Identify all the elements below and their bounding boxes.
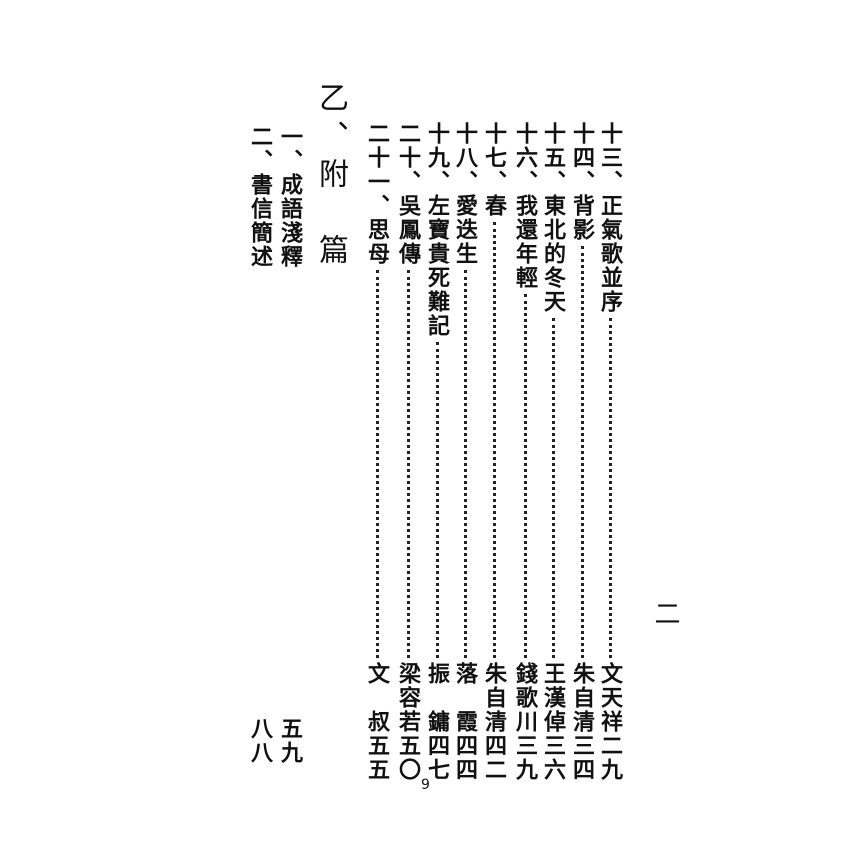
toc-entry-17: 十七、春 朱自清 四二 — [479, 122, 509, 782]
appendix-entry-2: 二、書信簡述 八八 — [245, 125, 275, 765]
entry-author: 朱自清 — [569, 662, 595, 734]
entry-page: 二九 — [597, 734, 623, 782]
entry-title: 二、書信簡述 — [247, 125, 273, 269]
toc-entry-16: 十六、我還年輕 錢歌川 三九 — [510, 122, 540, 782]
entry-page: 五五 — [364, 734, 390, 782]
entry-title: 十九、左寶貴死難記 — [424, 122, 450, 338]
entry-page: 三六 — [540, 734, 566, 782]
entry-page: 五〇 — [395, 734, 421, 782]
entry-page: 三四 — [569, 734, 595, 782]
entry-author: 錢歌川 — [512, 662, 538, 734]
dot-leader — [406, 270, 410, 658]
entry-author: 振 鏞 — [424, 662, 450, 734]
page-number: 9 — [421, 777, 430, 793]
entry-author: 朱自清 — [481, 662, 507, 734]
dot-leader — [523, 294, 527, 658]
entry-author: 文天祥 — [597, 662, 623, 734]
entry-author: 落 霞 — [452, 662, 478, 734]
entry-page: 三九 — [512, 734, 538, 782]
section-title-appendix: 乙、附 篇 — [313, 82, 348, 272]
entry-title: 十六、我還年輕 — [512, 122, 538, 290]
toc-entry-15: 十五、東北的冬天 王漢倬 三六 — [538, 122, 568, 782]
entry-title: 十四、背影 — [569, 122, 595, 242]
entry-page: 四四 — [452, 734, 478, 782]
entry-title: 二十一、思母 — [364, 122, 390, 266]
entry-page: 八八 — [247, 717, 273, 765]
toc-entry-14: 十四、背影 朱自清 三四 — [567, 122, 597, 782]
dot-leader — [608, 318, 612, 658]
toc-entry-20: 二十、吳鳳傳 梁容若 五〇 — [393, 122, 423, 782]
entry-title: 十三、正氣歌並序 — [597, 122, 623, 314]
entry-title: 十八、愛迭生 — [452, 122, 478, 266]
toc-entry-13: 十三、正氣歌並序 文天祥 二九 — [595, 122, 625, 782]
toc-entry-21: 二十一、思母 文 叔 五五 — [362, 122, 392, 782]
entry-page: 四七 — [424, 734, 450, 782]
entry-title: 十七、春 — [481, 122, 507, 218]
toc-entry-18: 十八、愛迭生 落 霞 四四 — [450, 122, 480, 782]
dot-leader — [580, 246, 584, 658]
dot-leader — [551, 318, 555, 658]
page-marker: 二 — [650, 600, 680, 634]
entry-title: 十五、東北的冬天 — [540, 122, 566, 314]
appendix-entry-1: 一、成語淺釋 五九 — [275, 125, 305, 765]
entry-page: 五九 — [277, 717, 303, 765]
dot-leader — [463, 270, 467, 658]
entry-author: 文 叔 — [364, 662, 390, 734]
entry-title: 二十、吳鳳傳 — [395, 122, 421, 266]
entry-author: 梁容若 — [395, 662, 421, 734]
toc-entry-19: 十九、左寶貴死難記 振 鏞 四七 — [422, 122, 452, 782]
dot-leader — [435, 342, 439, 658]
entry-page: 四二 — [481, 734, 507, 782]
entry-author: 王漢倬 — [540, 662, 566, 734]
entry-title: 一、成語淺釋 — [277, 125, 303, 269]
dot-leader — [375, 270, 379, 658]
dot-leader — [492, 222, 496, 658]
